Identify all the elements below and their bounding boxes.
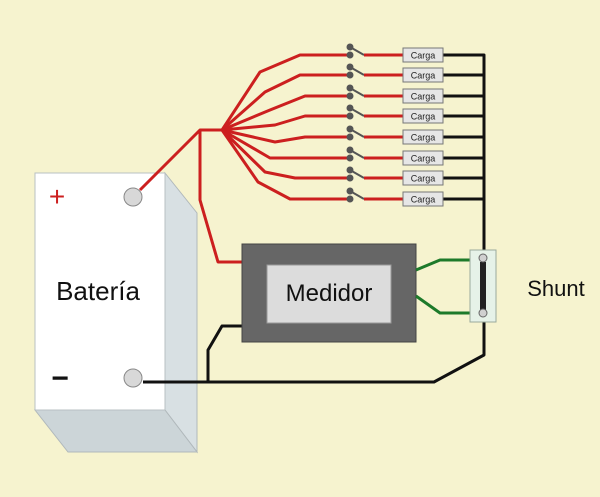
branch-wire-5 (221, 128, 348, 144)
branch-wire-4 (221, 114, 348, 132)
branch-wire-1 (220, 53, 348, 131)
load-box (402, 150, 444, 166)
load-label: Carga (411, 133, 436, 143)
load-label: Carga (411, 92, 436, 102)
load-label: Carga (411, 71, 436, 81)
switch-3 (346, 84, 403, 100)
shunt-bolt-bottom (478, 308, 488, 318)
load-box (402, 191, 444, 207)
meter-label: Medidor (286, 280, 373, 307)
load-box (402, 88, 444, 104)
load-1: Carga (402, 47, 444, 63)
switch-4 (346, 104, 403, 120)
meter: Medidor (241, 243, 417, 343)
load-4: Carga (402, 108, 444, 124)
loads: Carga Carga Carga Carga Carga Carga Carg… (402, 47, 444, 207)
load-label: Carga (411, 174, 436, 184)
switch-8 (346, 187, 403, 203)
switch-5 (346, 125, 403, 141)
shunt-bolt-top (478, 253, 488, 263)
branch-wire-8 (220, 129, 348, 201)
load-3: Carga (402, 88, 444, 104)
load-label: Carga (411, 112, 436, 122)
load-label: Carga (411, 154, 436, 164)
load-5: Carga (402, 129, 444, 145)
switch-7 (346, 166, 403, 182)
positive-terminal (123, 187, 143, 207)
shunt: Shunt (469, 249, 585, 323)
load-box (402, 108, 444, 124)
load-label: Carga (411, 195, 436, 205)
load-box (402, 67, 444, 83)
switches (346, 43, 403, 203)
sense-wire-upper (415, 258, 481, 272)
load-6: Carga (402, 150, 444, 166)
branch-wire-3 (221, 94, 348, 132)
positive-wiring (138, 53, 348, 264)
switch-2 (346, 63, 403, 79)
negative-symbol: − (51, 362, 69, 395)
positive-symbol: + (49, 181, 65, 212)
switch-6 (346, 146, 403, 162)
load-box (402, 170, 444, 186)
shunt-bar (480, 262, 486, 310)
load-box (402, 129, 444, 145)
battery-side-face (164, 171, 198, 454)
load-box (402, 47, 444, 63)
sense-wiring (415, 258, 481, 315)
meter-display (266, 264, 392, 324)
shunt-label: Shunt (527, 276, 585, 301)
sense-wire-lower (415, 294, 481, 315)
battery-negative-wire (143, 318, 486, 384)
switch-1 (346, 43, 403, 59)
load-2: Carga (402, 67, 444, 83)
branch-wire-6 (221, 128, 348, 160)
meter-ground-wire (206, 324, 242, 382)
negative-bus (443, 53, 486, 252)
negative-wiring (143, 53, 486, 384)
battery-label: Batería (56, 276, 140, 306)
branch-wire-7 (220, 128, 348, 180)
load-8: Carga (402, 191, 444, 207)
battery: + − Batería (33, 171, 199, 454)
load-label: Carga (411, 51, 436, 61)
meter-supply-wire (198, 130, 242, 264)
battery-front-face (34, 172, 166, 411)
negative-terminal (123, 368, 143, 388)
load-7: Carga (402, 170, 444, 186)
branch-wire-2 (221, 73, 348, 132)
